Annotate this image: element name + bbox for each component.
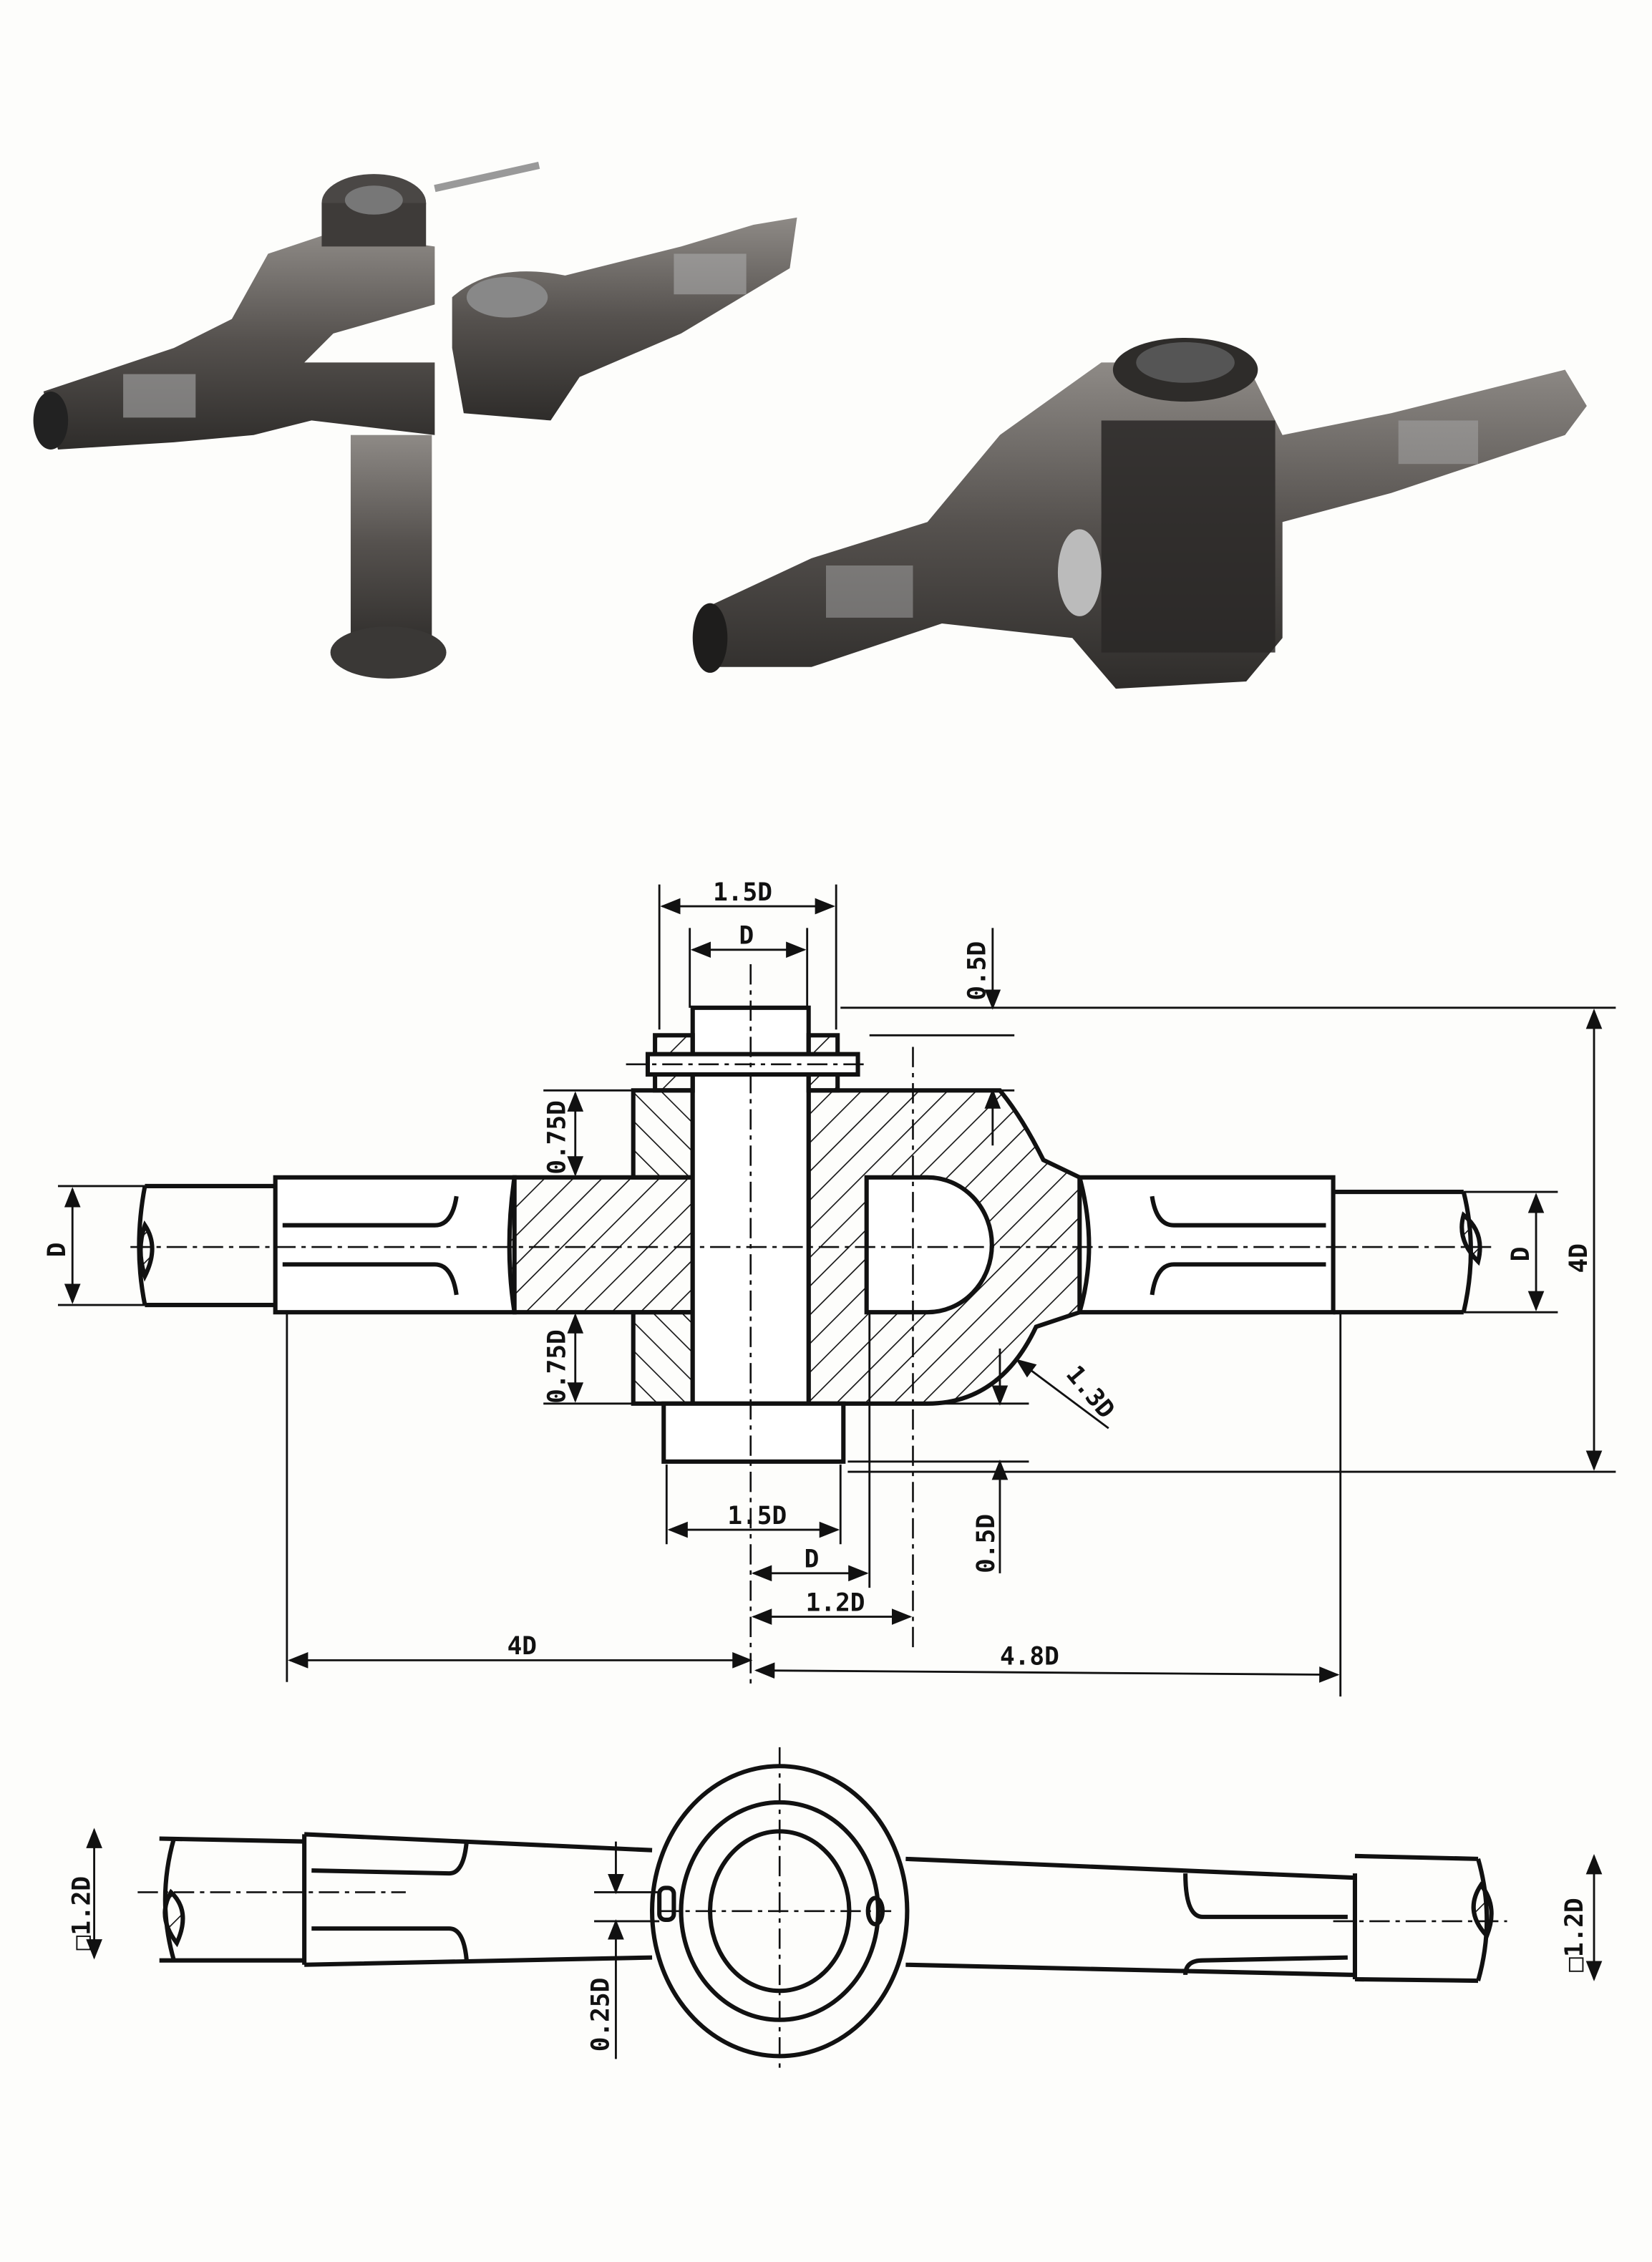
flat-face xyxy=(1398,420,1479,465)
rod-end-left xyxy=(692,603,728,673)
plan-dimensions: □1.2D □1.2D 0.25D xyxy=(68,1827,1603,2059)
pin-head xyxy=(330,626,447,679)
cotter-end xyxy=(657,1885,676,1922)
assembled-3d-render xyxy=(692,337,1587,689)
dim-square-right: □1.2D xyxy=(1560,1898,1589,1972)
plan-view: □1.2D □1.2D 0.25D xyxy=(68,1747,1603,2074)
eye-hole xyxy=(864,1175,994,1315)
cotter-pin xyxy=(434,161,540,193)
dim-hole-offset: D xyxy=(805,1545,820,1574)
dim-cotter-diameter: 0.25D xyxy=(586,1978,615,2052)
dimensions: 1.5D D 0.5D 4D D D 0.75D 0.75D xyxy=(43,878,1616,1696)
dim-collar-width-bottom: 1.5D xyxy=(727,1502,787,1530)
left-hex xyxy=(273,1175,517,1315)
rod-end-left xyxy=(33,391,69,450)
left-rod-plan xyxy=(159,1836,305,1963)
eye-hole xyxy=(466,276,548,318)
dim-overall-height: 4D xyxy=(1565,1243,1593,1273)
dim-fork-eye-upper: 0.75D xyxy=(543,1100,572,1175)
flat-face xyxy=(674,253,747,295)
dim-left-length: 4D xyxy=(507,1632,537,1661)
right-rod xyxy=(1333,1190,1464,1315)
flat-face xyxy=(826,566,913,618)
dim-collar-height-bottom: 0.5D xyxy=(972,1514,1001,1573)
right-hex xyxy=(1077,1175,1336,1315)
right-body-plan xyxy=(905,1856,1358,1979)
collar-hole xyxy=(344,185,403,215)
pin-head xyxy=(661,1401,846,1464)
dim-collar-height-top: 0.5D xyxy=(963,941,992,1001)
eye-part xyxy=(452,217,797,421)
dim-square-left: □1.2D xyxy=(68,1876,97,1951)
left-body-plan xyxy=(302,1832,653,1967)
dim-right-length: 4.8D xyxy=(1000,1642,1059,1671)
flat-face xyxy=(123,374,196,418)
dim-eye-offset: 1.2D xyxy=(806,1588,865,1617)
fork-gap xyxy=(1057,529,1102,616)
section-view: 1.5D D 0.5D 4D D D 0.75D 0.75D xyxy=(43,878,1616,1696)
fork-section xyxy=(507,1175,695,1315)
left-rod xyxy=(145,1183,276,1308)
eye-body xyxy=(1101,420,1276,653)
pin-top-face xyxy=(1136,342,1235,383)
dim-fork-eye-lower: 0.75D xyxy=(543,1329,572,1404)
dim-collar-width-top: 1.5D xyxy=(713,878,772,907)
fork-eye-lower xyxy=(631,1310,695,1406)
pin-shaft xyxy=(350,435,432,653)
dim-pin-diameter: D xyxy=(739,922,754,951)
fork-part xyxy=(43,232,435,450)
dim-rod-diameter-left: D xyxy=(43,1243,72,1258)
exploded-3d-render xyxy=(33,161,797,679)
fork-eye-upper xyxy=(631,1088,695,1180)
dim-eye-radius: 1.3D xyxy=(1060,1360,1120,1424)
right-rod-plan xyxy=(1354,1853,1490,1984)
dim-rod-diameter-right: D xyxy=(1507,1247,1535,1262)
